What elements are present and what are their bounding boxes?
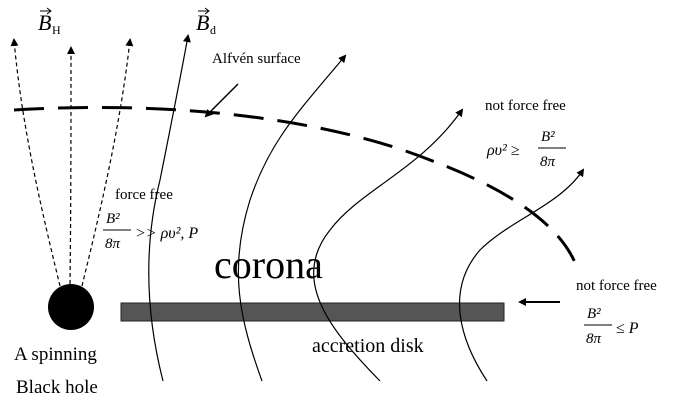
not-force-free-top-label: not force free — [485, 98, 566, 114]
not-force-free-right-label: not force free — [576, 278, 657, 294]
not-force-free-top-equation: ρυ² ≥ B² 8π — [486, 129, 566, 170]
svg-text:8π: 8π — [586, 331, 602, 347]
svg-text:B: B — [196, 10, 209, 35]
svg-text:8π: 8π — [540, 154, 556, 170]
bh-field-line-center — [66, 46, 75, 285]
accretion-disk-bar — [120, 302, 505, 322]
force-free-equation: B² 8π >> ρυ², P — [103, 211, 198, 252]
svg-text:>> ρυ², P: >> ρυ², P — [135, 225, 198, 242]
disk-field-line-3 — [313, 108, 464, 382]
corona-label: corona — [214, 242, 323, 287]
disk-field-lines — [148, 34, 585, 382]
black-hole-field-lines — [10, 38, 134, 287]
disk-field-line-1 — [148, 34, 191, 382]
svg-text:8π: 8π — [105, 236, 121, 252]
disk-field-line-4 — [459, 168, 585, 382]
alfven-pointer-arrow — [204, 83, 239, 118]
black-hole-label-line1: A spinning — [14, 344, 97, 365]
svg-text:B²: B² — [106, 211, 120, 227]
b-d-label: B d — [196, 7, 216, 37]
not-force-free-right-equation: B² 8π ≤ P — [584, 306, 639, 347]
accretion-disk-label: accretion disk — [312, 335, 424, 357]
b-h-label: B H — [38, 7, 61, 37]
bh-field-line-left — [10, 38, 61, 287]
svg-text:≤ P: ≤ P — [616, 320, 639, 337]
alfven-surface-label: Alfvén surface — [212, 51, 301, 67]
svg-text:B: B — [38, 10, 51, 35]
svg-text:B²: B² — [541, 129, 555, 145]
black-hole-circle — [48, 284, 94, 330]
svg-text:H: H — [52, 23, 61, 37]
svg-text:B²: B² — [587, 306, 601, 322]
disk-field-line-2 — [237, 54, 347, 382]
alfven-surface-curve — [13, 105, 578, 266]
svg-text:d: d — [210, 23, 216, 37]
force-free-label: force free — [115, 187, 173, 203]
svg-text:ρυ² ≥: ρυ² ≥ — [486, 142, 520, 159]
black-hole-label-line2: Black hole — [16, 377, 98, 398]
